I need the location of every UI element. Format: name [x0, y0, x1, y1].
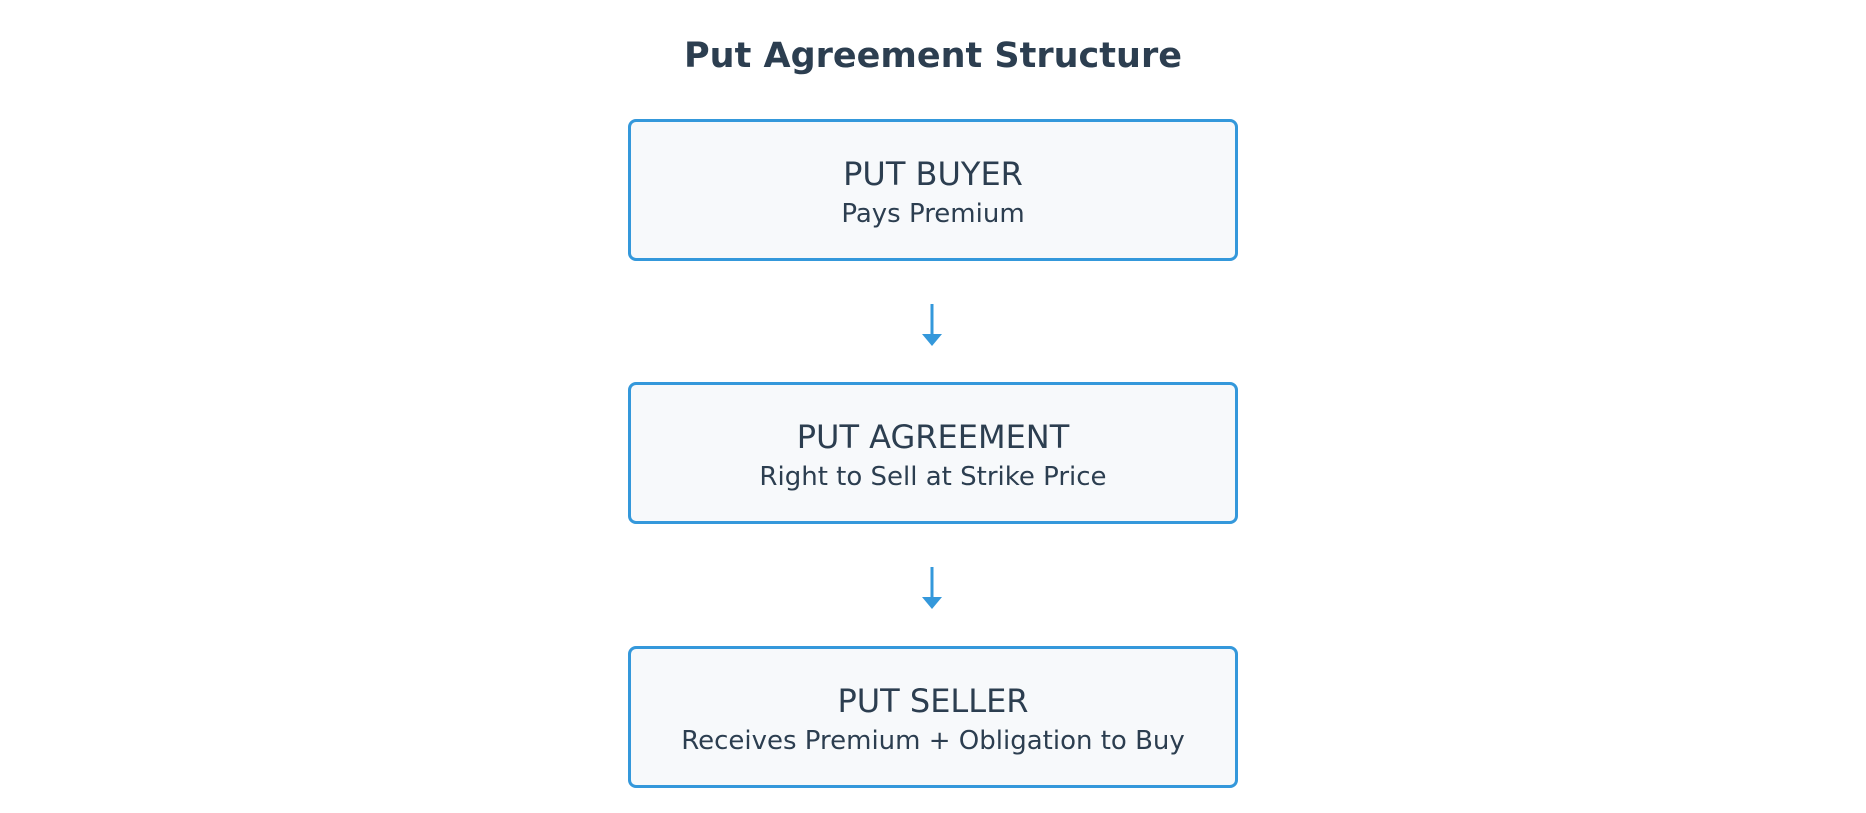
node-subtitle: Pays Premium [841, 199, 1025, 229]
node-title: PUT AGREEMENT [796, 418, 1070, 456]
node-put-seller: PUT SELLER Receives Premium + Obligation… [628, 646, 1238, 788]
node-title: PUT BUYER [843, 155, 1023, 193]
node-put-agreement: PUT AGREEMENT Right to Sell at Strike Pr… [628, 382, 1238, 524]
node-subtitle: Right to Sell at Strike Price [759, 462, 1107, 492]
arrow-down-icon [922, 567, 942, 609]
node-put-buyer: PUT BUYER Pays Premium [628, 119, 1238, 261]
node-title: PUT SELLER [837, 682, 1029, 720]
diagram-title: Put Agreement Structure [684, 36, 1182, 76]
node-subtitle: Receives Premium + Obligation to Buy [681, 726, 1185, 756]
arrow-down-icon [922, 304, 942, 346]
